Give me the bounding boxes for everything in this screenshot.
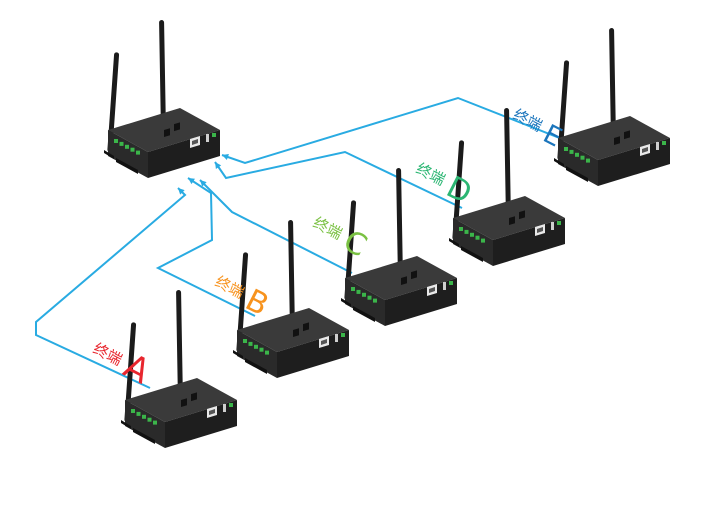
label-prefix: 终端 (310, 214, 345, 244)
terminal-block (564, 147, 590, 163)
link-c (199, 179, 353, 274)
terminal-device-c (341, 167, 457, 326)
terminal-label-d: 终端D (413, 160, 477, 212)
arrowhead-icon (178, 188, 185, 195)
terminal-block (351, 287, 377, 303)
arrowhead-icon (215, 162, 222, 169)
antenna-icon (609, 27, 616, 138)
antenna-icon (396, 167, 403, 278)
terminal-block (459, 227, 485, 243)
antenna-icon (176, 289, 183, 400)
ethernet-port-icon (190, 136, 200, 148)
ethernet-port-icon (319, 336, 329, 348)
ethernet-port-icon (427, 284, 437, 296)
link-d (214, 150, 463, 209)
link-a (35, 187, 187, 389)
terminal-label-a: 终端A (90, 340, 156, 393)
terminal-device-d (449, 107, 565, 266)
arrowhead-icon (200, 180, 207, 187)
terminal-block (131, 409, 157, 425)
gateway-hub (104, 19, 220, 178)
antenna-icon (504, 107, 511, 218)
ethernet-port-icon (535, 224, 545, 236)
label-prefix: 终端 (413, 160, 448, 190)
terminal-block (243, 339, 269, 355)
link-layer (35, 96, 591, 389)
ethernet-port-icon (207, 406, 217, 418)
terminal-device-b (233, 219, 349, 378)
arrowhead-icon (188, 178, 195, 185)
antenna-icon (159, 19, 166, 130)
ethernet-port-icon (640, 144, 650, 156)
terminal-block (114, 139, 140, 155)
antenna-icon (107, 52, 120, 153)
device-layer (104, 19, 670, 448)
antenna-icon (452, 140, 465, 241)
antenna-icon (557, 60, 570, 161)
antenna-icon (236, 252, 249, 353)
antenna-icon (344, 200, 357, 301)
label-prefix: 终端 (90, 340, 125, 370)
terminal-label-e: 终端E (510, 106, 566, 154)
link-e (221, 96, 591, 165)
antenna-icon (124, 322, 137, 423)
arrowhead-icon (222, 154, 229, 161)
antenna-icon (288, 219, 295, 330)
terminal-device-e (554, 27, 670, 186)
terminal-device-a (121, 289, 237, 448)
link-b (155, 177, 256, 317)
terminal-label-c: 终端C (310, 214, 372, 265)
